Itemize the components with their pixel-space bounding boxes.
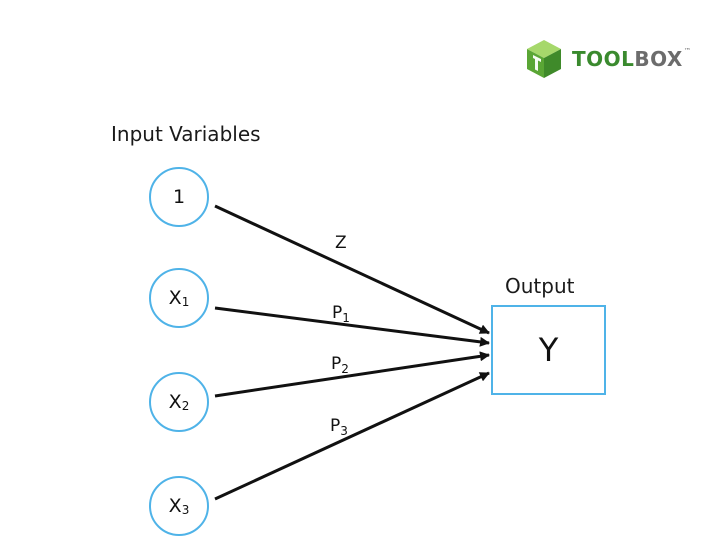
input-node-subscript: 3: [181, 503, 190, 517]
edge-label-p1: P1: [332, 303, 350, 325]
input-node-label: X: [168, 495, 182, 517]
logo-text-tool: TOOL: [572, 47, 635, 71]
arrow-n1-to-output: [214, 204, 490, 335]
toolbox-cube-icon: [527, 40, 561, 78]
input-node-label: X: [168, 391, 182, 413]
arrow-x2-to-output: [214, 351, 490, 398]
edge-label-main: Z: [335, 233, 347, 253]
input-node-subscript: 2: [181, 399, 190, 413]
input-node-label: X: [168, 287, 182, 309]
edge-label-p3: P3: [330, 416, 348, 438]
edge-label-main: P: [331, 354, 342, 374]
edge-label-subscript: 2: [341, 362, 349, 376]
output-label: Y: [538, 331, 559, 369]
logo-text-box: BOX: [634, 47, 683, 71]
edge-label-main: P: [330, 416, 341, 436]
output-box: Y: [491, 305, 606, 395]
input-node-subscript: 1: [181, 295, 190, 309]
input-node-1: 1: [149, 167, 209, 227]
output-heading: Output: [505, 274, 575, 298]
input-node-label: 1: [172, 186, 186, 208]
edge-label-subscript: 3: [340, 424, 348, 438]
edge-label-main: P: [332, 303, 343, 323]
input-variables-heading: Input Variables: [111, 122, 261, 146]
logo-trademark: ™: [683, 47, 692, 55]
arrow-x3-to-output: [214, 371, 490, 501]
edge-label-subscript: 1: [342, 311, 350, 325]
edge-label-z: Z: [335, 233, 347, 253]
edge-label-p2: P2: [331, 354, 349, 376]
arrow-x1-to-output: [214, 306, 490, 347]
